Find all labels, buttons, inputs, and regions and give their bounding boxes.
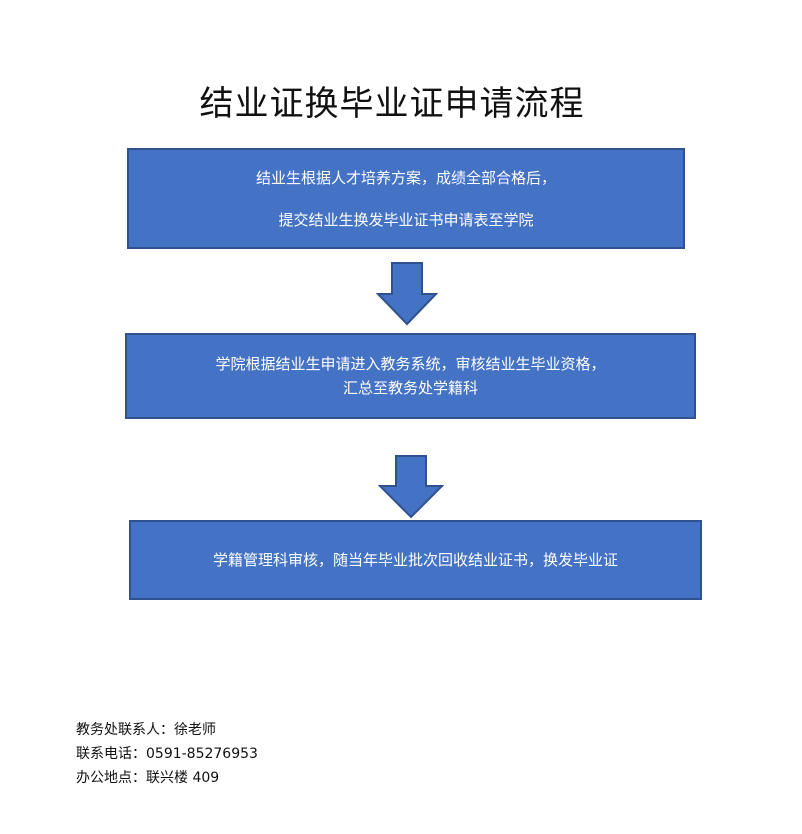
flow-step-1-line-1: 结业生根据人才培养方案，成绩全部合格后， — [255, 168, 556, 187]
flow-step-3-box: 学籍管理科审核，随当年毕业批次回收结业证书，换发毕业证 — [129, 520, 702, 600]
down-arrow-icon — [376, 262, 438, 326]
flow-step-1-line-2: 提交结业生换发毕业证书申请表至学院 — [278, 210, 534, 229]
contact-address: 办公地点：联兴楼 409 — [76, 770, 220, 786]
flow-step-3-line-1: 学籍管理科审核，随当年毕业批次回收结业证书，换发毕业证 — [212, 551, 618, 569]
contact-person: 教务处联系人：徐老师 — [76, 722, 216, 738]
contact-info: 教务处联系人：徐老师 联系电话：0591-85276953 办公地点：联兴楼 4… — [76, 718, 258, 790]
page-title: 结业证换毕业证申请流程 — [199, 84, 585, 124]
flow-step-2-box: 学院根据结业生申请进入教务系统，审核结业生毕业资格， 汇总至教务处学籍科 — [125, 333, 696, 419]
contact-phone: 联系电话：0591-85276953 — [76, 746, 258, 762]
down-arrow-icon — [378, 455, 444, 519]
flow-step-2-line-1: 学院根据结业生申请进入教务系统，审核结业生毕业资格， — [215, 355, 606, 373]
flow-step-2-line-2: 汇总至教务处学籍科 — [342, 379, 478, 397]
flow-step-1-box: 结业生根据人才培养方案，成绩全部合格后， 提交结业生换发毕业证书申请表至学院 — [127, 148, 685, 249]
